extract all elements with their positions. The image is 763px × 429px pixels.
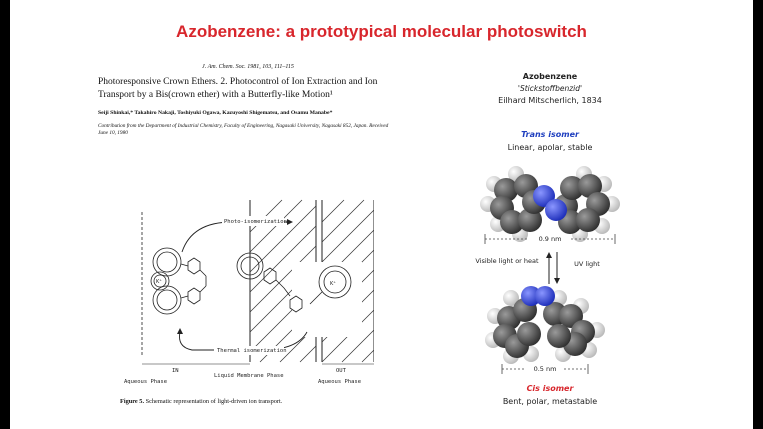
switch-arrows — [546, 252, 560, 284]
trans-length-scale — [484, 234, 616, 244]
trans-length-label: 0.9 nm — [538, 235, 562, 243]
crown-k-complex — [309, 265, 352, 305]
paper-header: J. Am. Chem. Soc. 1981, 103, 111–115 Pho… — [98, 64, 398, 137]
cis-description: Bent, polar, metastable — [502, 397, 598, 406]
slide-title: Azobenzene: a prototypical molecular pho… — [176, 22, 587, 41]
figure-caption-text: Schematic representation of light-driven… — [145, 398, 283, 405]
cis-length-scale — [501, 364, 589, 374]
azobenzene-heading: Azobenzene — [522, 72, 578, 81]
cis-bis-crown-molecule — [150, 247, 207, 315]
out-label: OUT — [336, 368, 347, 374]
figure-caption: Figure 5. Schematic representation of li… — [120, 398, 282, 405]
paper-affiliation: Contribution from the Department of Indu… — [98, 123, 389, 136]
paper-title: Photoresponsive Crown Ethers. 2. Photoco… — [98, 77, 378, 100]
in-label: IN — [172, 368, 179, 374]
k-ion-right: K⁺ — [330, 281, 336, 287]
trans-description: Linear, apolar, stable — [507, 143, 593, 152]
cis-nitrogen-atoms — [521, 286, 555, 306]
cis-length-label: 0.5 nm — [533, 365, 557, 373]
visible-light-label: Visible light or heat — [475, 257, 539, 265]
trans-heading: Trans isomer — [521, 130, 579, 139]
uv-light-label: UV light — [574, 260, 600, 268]
right-phase-label: Aqueous Phase — [318, 379, 361, 385]
k-ion-left: K⁺ — [156, 279, 162, 285]
cis-azobenzene-model — [485, 286, 605, 364]
trans-bis-crown-molecule — [236, 252, 303, 313]
trans-hydrogen-atoms — [480, 166, 620, 242]
trans-carbon-atoms — [490, 174, 610, 234]
figure-number: Figure 5. — [120, 398, 145, 405]
thermal-isomerization-label: Thermal isomerization — [217, 348, 287, 354]
left-phase-label: Aqueous Phase — [124, 379, 167, 385]
azobenzene-german-name: 'Stickstoffbenzid' — [517, 84, 583, 93]
slide: Azobenzene: a prototypical molecular pho… — [10, 0, 753, 429]
photo-isomerization-label: Photo-isomerization — [224, 219, 287, 225]
cis-carbon-atoms — [493, 298, 595, 358]
trans-azobenzene-model — [480, 166, 620, 242]
journal-citation: J. Am. Chem. Soc. 1981, 103, 111–115 — [202, 64, 294, 70]
paper-authors: Seiji Shinkai,* Takahiro Nakaji, Toshiyu… — [98, 110, 333, 116]
ion-transport-figure: Photo-isomerization Thermal isomerizatio… — [124, 199, 374, 385]
azobenzene-discoverer: Eilhard Mitscherlich, 1834 — [498, 96, 602, 105]
trans-nitrogen-atoms — [533, 185, 567, 221]
membrane-phase-label: Liquid Membrane Phase — [214, 373, 284, 379]
cis-heading: Cis isomer — [526, 384, 574, 393]
